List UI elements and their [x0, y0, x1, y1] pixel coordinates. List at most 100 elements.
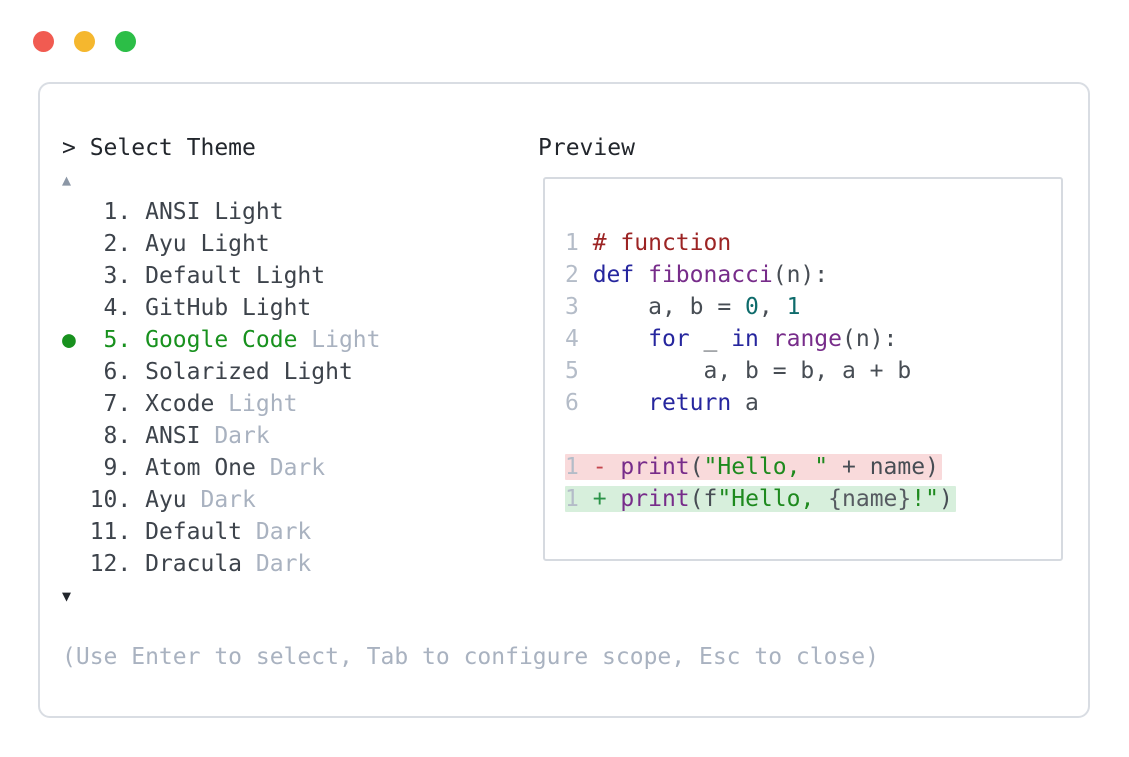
theme-option-10[interactable]: 10. Ayu Dark: [62, 484, 381, 516]
code-token-function: fibonacci: [648, 262, 773, 288]
theme-option-8[interactable]: 8. ANSI Dark: [62, 420, 381, 452]
code-line: 4 for _ in range(n):: [565, 323, 956, 355]
theme-option-label: 2. Ayu Light: [89, 231, 270, 257]
theme-option-5[interactable]: ● 5. Google Code Light: [62, 324, 381, 356]
code-token-plain: [593, 390, 648, 416]
bullet-placeholder: [62, 231, 90, 257]
theme-option-label: 4. GitHub Light: [89, 295, 312, 321]
bullet-placeholder: [62, 519, 90, 545]
code-token-keyword: return: [648, 390, 732, 416]
theme-option-label: 7. Xcode: [89, 391, 215, 417]
code-token-plain: a, b = b, a + b: [592, 358, 912, 384]
code-token-plain: + name): [828, 454, 939, 480]
theme-option-label: 11. Default: [89, 519, 243, 545]
theme-option-9[interactable]: 9. Atom One Dark: [62, 452, 381, 484]
theme-option-label: 5. Google Code: [89, 327, 298, 353]
bullet-placeholder: [62, 295, 90, 321]
theme-option-variant: Light: [297, 327, 381, 353]
diff-line-added: 1 + print(f"Hello, {name}!"): [565, 483, 956, 515]
code-token-function: range: [772, 326, 842, 352]
select-theme-prompt: > Select Theme: [62, 135, 256, 161]
theme-option-label: 3. Default Light: [89, 263, 326, 289]
code-token-plain: ,: [758, 294, 787, 320]
code-token-string: !": [911, 486, 939, 512]
theme-option-12[interactable]: 12. Dracula Dark: [62, 548, 381, 580]
theme-list: 1. ANSI Light 2. Ayu Light 3. Default Li…: [62, 196, 381, 580]
code-token-plain: [759, 326, 773, 352]
theme-option-label: 6. Solarized Light: [89, 359, 353, 385]
bullet-placeholder: [62, 391, 90, 417]
code-token-keyword: for: [648, 326, 690, 352]
theme-option-variant: Dark: [242, 519, 312, 545]
theme-option-variant: Dark: [255, 455, 326, 481]
theme-option-6[interactable]: 6. Solarized Light: [62, 356, 381, 388]
code-token-plain: [593, 326, 648, 352]
code-token-plain: (: [689, 454, 704, 480]
line-number: 3: [565, 294, 593, 320]
bullet-placeholder: [62, 199, 90, 225]
selected-bullet-icon: ●: [62, 327, 90, 353]
theme-option-label: 9. Atom One: [89, 455, 256, 481]
scroll-up-icon[interactable]: ▲: [62, 171, 72, 189]
code-token-string: "Hello, ": [703, 454, 829, 480]
minimize-button-icon[interactable]: [74, 31, 95, 52]
bullet-placeholder: [62, 551, 90, 577]
code-token-comment: # function: [592, 230, 732, 256]
code-token-plain: [607, 454, 621, 480]
help-text: (Use Enter to select, Tab to configure s…: [62, 644, 879, 670]
line-number: 1: [565, 486, 593, 512]
theme-option-4[interactable]: 4. GitHub Light: [62, 292, 381, 324]
close-button-icon[interactable]: [33, 31, 54, 52]
code-token-plus: +: [592, 486, 607, 512]
theme-option-7[interactable]: 7. Xcode Light: [62, 388, 381, 420]
code-token-function: print: [620, 454, 690, 480]
preview-title: Preview: [538, 135, 635, 161]
code-token-interp: {name}: [828, 486, 912, 512]
code-line: 6 return a: [565, 387, 956, 419]
theme-option-1[interactable]: 1. ANSI Light: [62, 196, 381, 228]
line-number: 2: [565, 262, 593, 288]
code-token-plain: ): [938, 486, 953, 512]
theme-option-label: 10. Ayu: [89, 487, 187, 513]
bullet-placeholder: [62, 423, 90, 449]
code-token-plain: a: [731, 390, 759, 416]
code-token-keyword: in: [731, 326, 759, 352]
line-number: 5: [565, 358, 593, 384]
code-token-number: 0: [745, 294, 759, 320]
theme-option-label: 1. ANSI Light: [89, 199, 284, 225]
theme-option-label: 12. Dracula: [89, 551, 243, 577]
bullet-placeholder: [62, 455, 90, 481]
zoom-button-icon[interactable]: [115, 31, 136, 52]
theme-option-variant: Dark: [242, 551, 312, 577]
code-token-plain: (f: [689, 486, 718, 512]
theme-option-2[interactable]: 2. Ayu Light: [62, 228, 381, 260]
code-line: 2 def fibonacci(n):: [565, 259, 956, 291]
code-token-number: 1: [786, 294, 801, 320]
code-line: 5 a, b = b, a + b: [565, 355, 956, 387]
scroll-down-icon[interactable]: ▼: [62, 587, 72, 605]
code-token-plain: (n):: [772, 262, 829, 288]
code-token-plain: [634, 262, 648, 288]
line-number: 1: [565, 230, 593, 256]
theme-option-variant: Light: [214, 391, 298, 417]
theme-selector-window: > Select Theme ▲ 1. ANSI Light 2. Ayu Li…: [38, 82, 1090, 718]
bullet-placeholder: [62, 359, 90, 385]
code-line: [565, 419, 956, 451]
code-token-plain: (n):: [842, 326, 898, 352]
line-number: 6: [565, 390, 593, 416]
code-token-function: print: [620, 486, 690, 512]
diff-line-removed: 1 - print("Hello, " + name): [565, 451, 956, 483]
bullet-placeholder: [62, 263, 90, 289]
code-line: 3 a, b = 0, 1: [565, 291, 956, 323]
code-token-minus: -: [592, 454, 607, 480]
code-token-plain: a, b =: [592, 294, 746, 320]
theme-option-variant: Dark: [200, 423, 270, 449]
theme-option-label: 8. ANSI: [89, 423, 201, 449]
code-token-string: "Hello,: [717, 486, 829, 512]
code-token-plain: [607, 486, 621, 512]
theme-option-3[interactable]: 3. Default Light: [62, 260, 381, 292]
line-number: 4: [565, 326, 593, 352]
theme-option-11[interactable]: 11. Default Dark: [62, 516, 381, 548]
